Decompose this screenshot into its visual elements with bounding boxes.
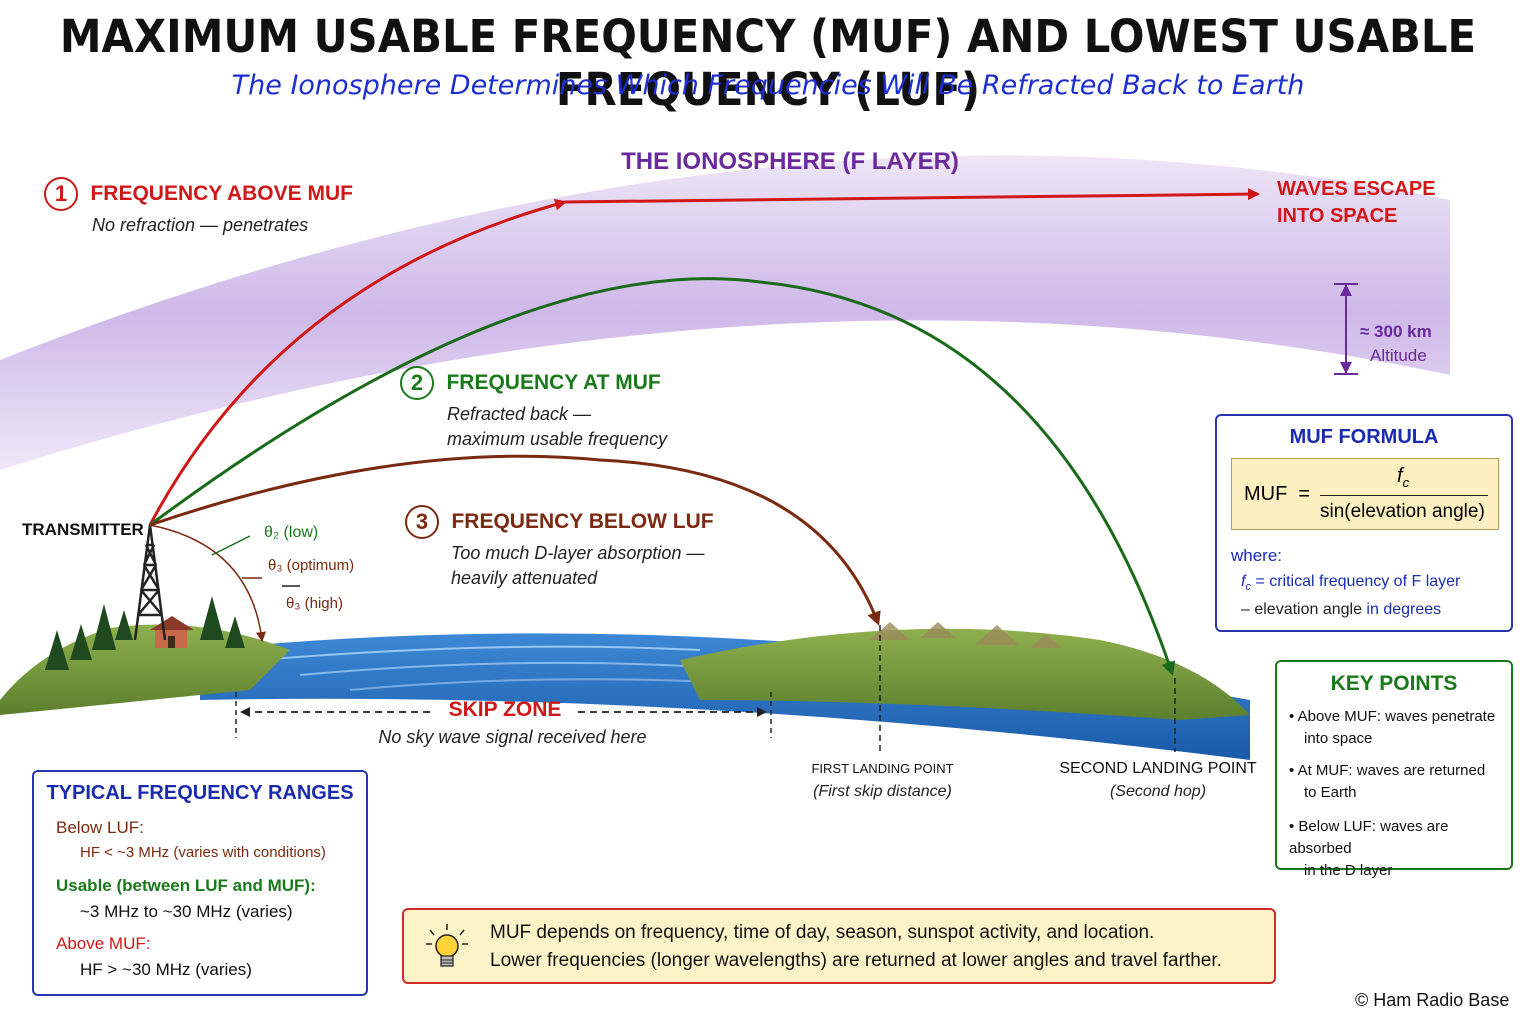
ionosphere-band: [0, 155, 1450, 471]
ionosphere-label: THE IONOSPHERE (F LAYER): [621, 148, 959, 175]
angle-high-label: θ₃ (high): [286, 595, 343, 612]
transmitter-tower: [133, 524, 167, 641]
key-point-3: • Below LUF: waves are absorbed in the D…: [1289, 816, 1511, 882]
formula-numerator-symbol: f: [1397, 465, 1403, 487]
key-point-2-line1: • At MUF: waves are returned: [1289, 762, 1486, 779]
page-title: MAXIMUM USABLE FREQUENCY (MUF) AND LOWES…: [59, 10, 1477, 116]
def1-symbol: fc: [1241, 573, 1251, 594]
waves-escape-line1: WAVES ESCAPE: [1277, 178, 1436, 200]
above-muf-value: HF > ~30 MHz (varies): [80, 960, 252, 979]
note-line1: MUF depends on frequency, time of day, s…: [490, 922, 1155, 943]
key-point-2-text2: to Earth: [1304, 784, 1357, 801]
key-points-panel: KEY POINTS • Above MUF: waves penetrate …: [1275, 660, 1513, 879]
key-points-title: KEY POINTS: [1330, 672, 1458, 695]
frequency-ranges-title: TYPICAL FREQUENCY RANGES: [46, 782, 354, 804]
angle-arc: [149, 524, 266, 642]
key-point-1-line1: • Above MUF: waves penetrate: [1289, 708, 1496, 725]
ray1-title: FREQUENCY ABOVE MUF: [90, 182, 353, 205]
altitude-label: Altitude: [1370, 346, 1427, 365]
ray2-title: FREQUENCY AT MUF: [446, 371, 661, 394]
ray2-number: 2: [400, 366, 434, 400]
ray1-callout: 1 FREQUENCY ABOVE MUF No refraction — pe…: [44, 177, 353, 236]
ray3-desc2: heavily attenuated: [451, 568, 598, 588]
second-landing-desc: (Second hop): [1109, 783, 1207, 800]
waves-escape-label: WAVES ESCAPE INTO SPACE: [1277, 176, 1436, 230]
def2-tail: in degrees: [1361, 601, 1442, 618]
angle-low-label: θ₂ (low): [264, 524, 319, 541]
ray1-desc: No refraction — penetrates: [92, 215, 309, 235]
key-point-3-text2: in the D layer: [1304, 862, 1393, 879]
muf-formula-title: MUF FORMULA: [1289, 426, 1439, 448]
key-point-3-text1: Below LUF: waves are absorbed: [1289, 818, 1449, 857]
def1-symbol-sub: c: [1245, 581, 1251, 594]
ray-below-luf: [149, 454, 881, 626]
ray2-callout: 2 FREQUENCY AT MUF Refracted back — maxi…: [400, 366, 667, 450]
ray-at-muf: [149, 277, 1176, 676]
formula-def1: fc = critical frequency of F layer: [1241, 573, 1460, 593]
trees: [45, 596, 245, 670]
def1-symbol-letter: f: [1241, 573, 1246, 590]
fraction-bar: [1320, 495, 1488, 496]
formula-def2: – elevation angle in degrees: [1241, 601, 1441, 619]
altitude-value: ≈ 300 km: [1360, 322, 1432, 341]
formula-where: where:: [1231, 546, 1283, 565]
altitude-marker: [1334, 283, 1358, 375]
ray1-number: 1: [44, 177, 78, 211]
lightbulb-icon: [426, 924, 468, 967]
key-point-1-text2: into space: [1304, 730, 1373, 747]
def1-text: = critical frequency of F layer: [1250, 573, 1461, 590]
formula-numerator-sub: c: [1402, 475, 1410, 490]
note-panel: MUF depends on frequency, time of day, s…: [402, 908, 1276, 984]
first-landing-desc: (First skip distance): [813, 783, 952, 800]
copyright: © Ham Radio Base: [1355, 990, 1510, 1010]
key-point-2: • At MUF: waves are returned to Earth: [1289, 760, 1485, 804]
def2-text: – elevation angle: [1241, 601, 1362, 618]
key-point-1: • Above MUF: waves penetrate into space: [1289, 706, 1495, 750]
formula-numerator: fc: [1397, 465, 1409, 490]
below-luf-heading: Below LUF:: [56, 818, 144, 837]
transmitter-hill: [0, 624, 290, 715]
distant-land: [680, 628, 1250, 720]
key-point-3-line1: • Below LUF: waves are absorbed: [1289, 818, 1449, 857]
ray3-desc1: Too much D-layer absorption —: [451, 543, 705, 563]
ray-escape: [564, 188, 1260, 204]
transmitter-label: TRANSMITTER: [22, 520, 144, 539]
ray-above-muf: [148, 198, 567, 526]
muf-formula-panel: MUF FORMULA MUF = fc sin(elevation angle…: [1215, 414, 1513, 632]
formula-box: MUF = fc sin(elevation angle): [1231, 458, 1499, 530]
above-muf-heading: Above MUF:: [56, 934, 151, 953]
key-point-1-text1: Above MUF: waves penetrate: [1297, 708, 1496, 725]
angle-optimum-label: θ₃ (optimum): [268, 557, 355, 574]
skip-zone-desc: No sky wave signal received here: [378, 727, 647, 747]
formula-lhs: MUF =: [1244, 483, 1311, 505]
usable-heading: Usable (between LUF and MUF):: [56, 876, 316, 895]
first-landing-title: FIRST LANDING POINT: [811, 761, 954, 776]
waves-escape-line2: INTO SPACE: [1277, 205, 1398, 227]
frequency-ranges-panel: TYPICAL FREQUENCY RANGES Below LUF: HF <…: [32, 770, 368, 996]
formula-denominator: sin(elevation angle): [1320, 501, 1485, 522]
ray3-callout: 3 FREQUENCY BELOW LUF Too much D-layer a…: [405, 505, 714, 589]
ray3-number: 3: [405, 505, 439, 539]
ray2-desc1: Refracted back —: [447, 404, 592, 424]
page-subtitle: The Ionosphere Determines Which Frequenc…: [231, 70, 1305, 101]
second-landing-title: SECOND LANDING POINT: [1059, 760, 1257, 777]
below-luf-value: HF < ~3 MHz (varies with conditions): [80, 844, 326, 861]
skip-zone-title: SKIP ZONE: [448, 698, 562, 721]
key-point-2-text1: At MUF: waves are returned: [1297, 762, 1486, 779]
ray2-desc2: maximum usable frequency: [447, 429, 668, 449]
ray3-title: FREQUENCY BELOW LUF: [451, 510, 714, 533]
note-line2: Lower frequencies (longer wavelengths) a…: [490, 950, 1222, 971]
usable-value: ~3 MHz to ~30 MHz (varies): [80, 902, 293, 921]
